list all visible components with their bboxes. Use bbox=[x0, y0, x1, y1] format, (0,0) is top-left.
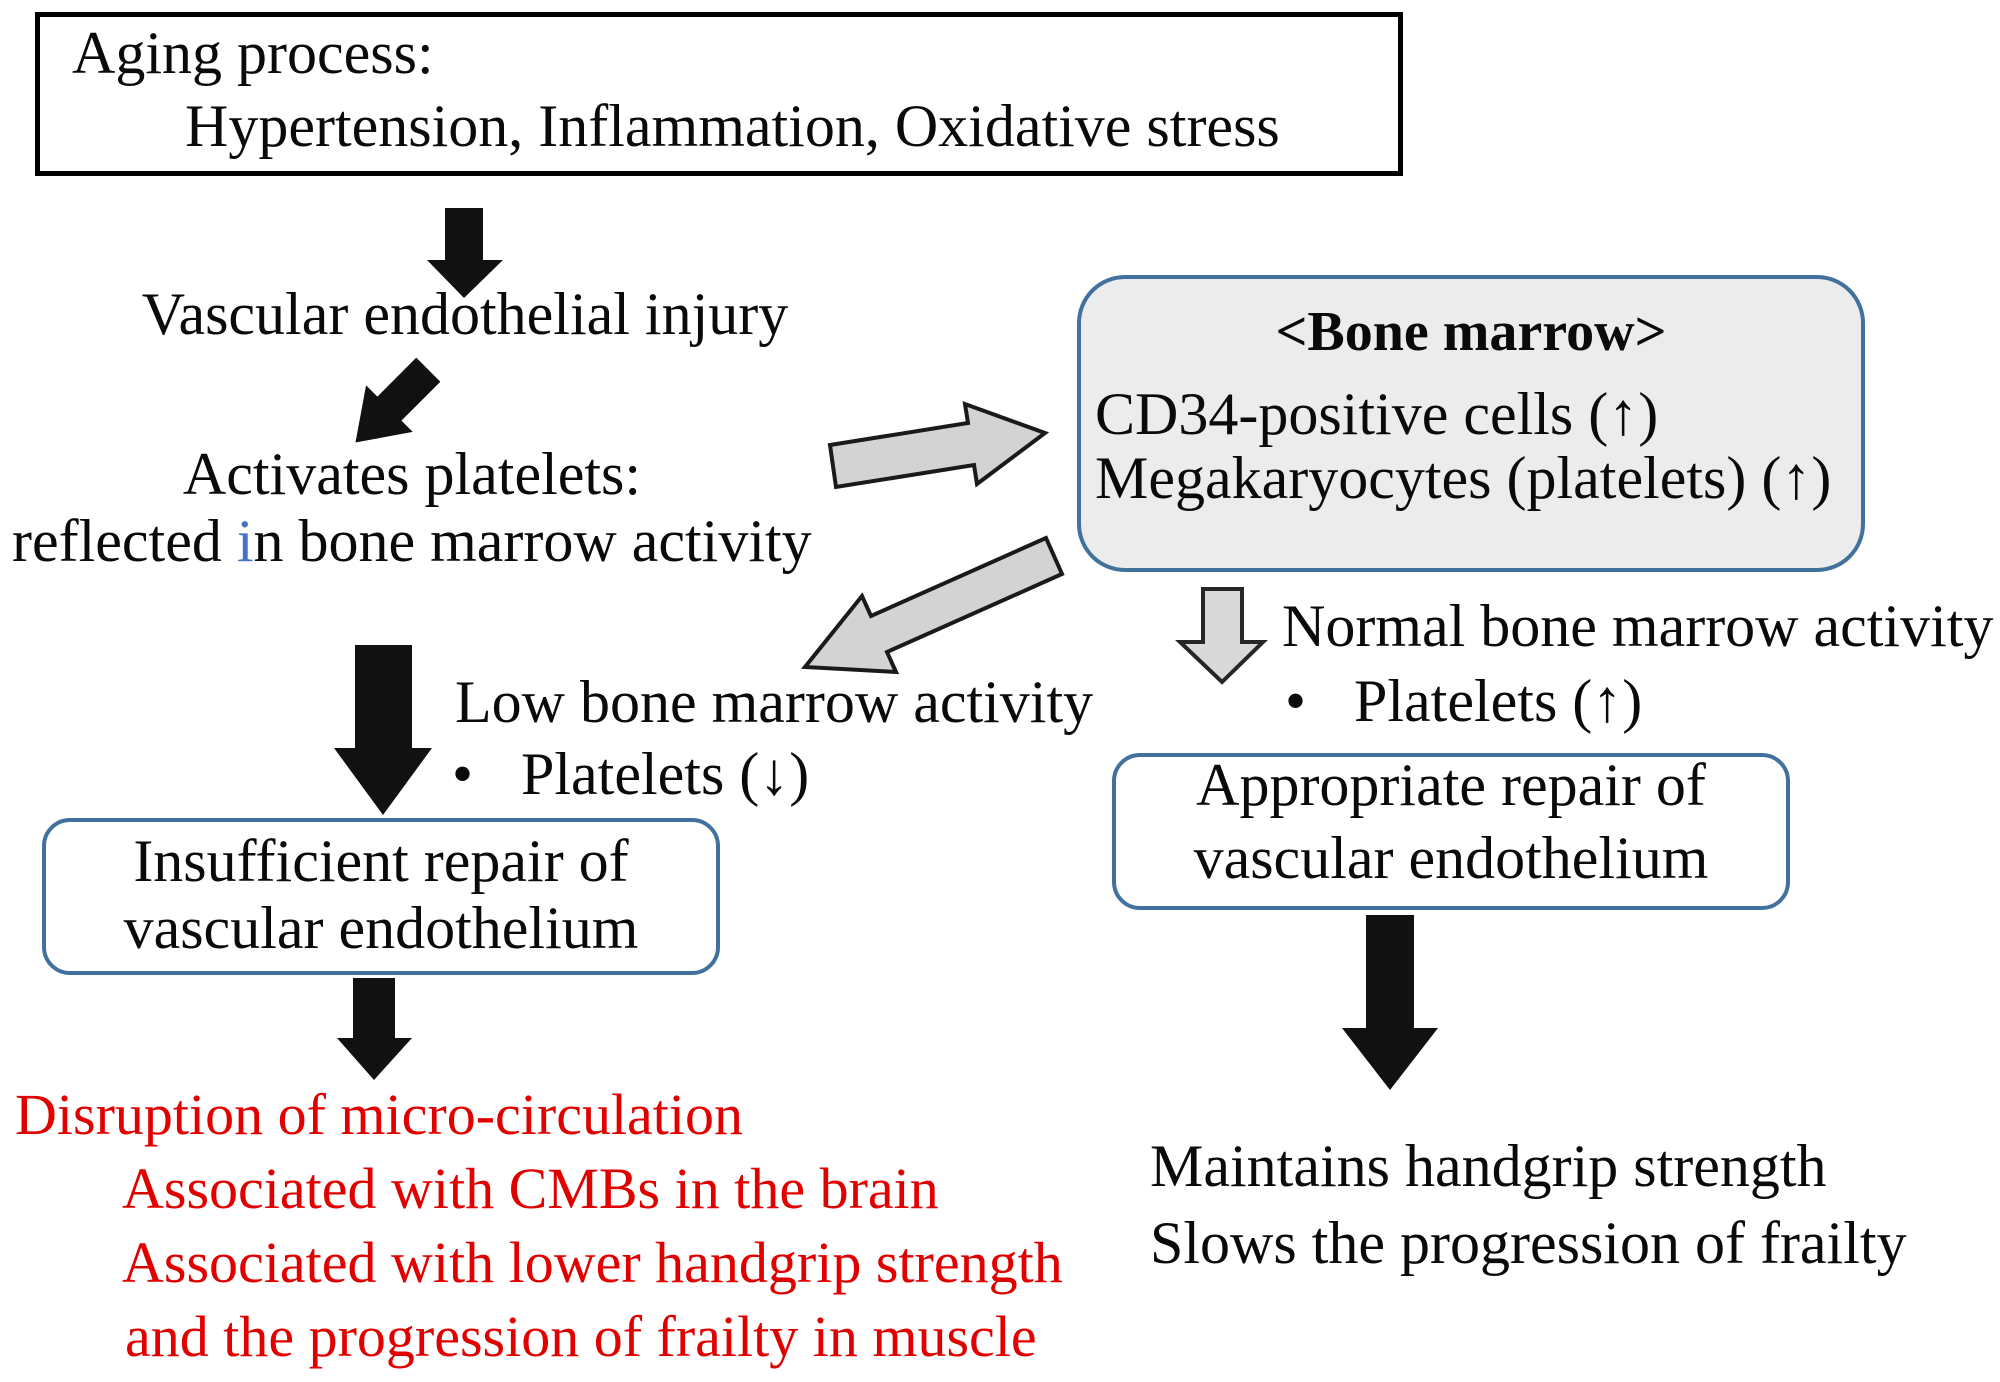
red-line-handgrip: Associated with lower handgrip strength bbox=[122, 1230, 1063, 1295]
megakaryocytes-label: Megakaryocytes (platelets) (↑) bbox=[1095, 445, 1832, 511]
reflected-pre: reflected bbox=[12, 508, 237, 574]
insufficient-line1: Insufficient repair of bbox=[133, 828, 629, 894]
appropriate-repair-box bbox=[1112, 753, 1790, 910]
red-line-disruption: Disruption of micro-circulation bbox=[15, 1082, 744, 1147]
red-line-cmbs: Associated with CMBs in the brain bbox=[122, 1156, 939, 1221]
slows-frailty-label: Slows the progression of frailty bbox=[1150, 1210, 1907, 1276]
reflected-blue-letter: i bbox=[236, 508, 254, 574]
platelets-up-label: Platelets (↑) bbox=[1354, 668, 1643, 734]
down-arrow-icon bbox=[337, 978, 412, 1080]
insufficient-line2: vascular endothelium bbox=[123, 895, 639, 961]
aging-process-box bbox=[35, 12, 1403, 176]
bone-marrow-title: <Bone marrow> bbox=[1275, 301, 1667, 363]
platelets-up-item: • Platelets (↑) bbox=[1285, 671, 1642, 731]
normal-bm-activity-label: Normal bone marrow activity bbox=[1282, 593, 1994, 659]
bone-marrow-box bbox=[1077, 275, 1865, 572]
bullet-icon: • bbox=[1285, 668, 1307, 734]
platelets-down-label: Platelets (↓) bbox=[521, 741, 810, 807]
gray-down-arrow-icon bbox=[1175, 587, 1268, 685]
reflected-bone-marrow-label: reflected in bone marrow activity bbox=[12, 511, 812, 571]
appropriate-line1: Appropriate repair of bbox=[1196, 752, 1706, 818]
low-bm-activity-label: Low bone marrow activity bbox=[455, 669, 1094, 735]
platelets-down-item: • Platelets (↓) bbox=[452, 744, 809, 804]
down-arrow-icon bbox=[1342, 915, 1438, 1090]
appropriate-line2: vascular endothelium bbox=[1193, 825, 1709, 891]
red-line-frailty: and the progression of frailty in muscle bbox=[125, 1304, 1037, 1369]
gray-right-arrow-icon bbox=[827, 400, 1050, 490]
aging-causes-label: Hypertension, Inflammation, Oxidative st… bbox=[185, 93, 1280, 159]
maintains-handgrip-label: Maintains handgrip strength bbox=[1150, 1133, 1827, 1199]
aging-process-label: Aging process: bbox=[72, 20, 434, 86]
activates-platelets-label: Activates platelets: bbox=[182, 441, 642, 507]
gray-down-left-arrow-icon bbox=[801, 535, 1065, 675]
reflected-post: n bone marrow activity bbox=[253, 508, 812, 574]
down-arrow-icon bbox=[334, 645, 432, 815]
vascular-injury-label: Vascular endothelial injury bbox=[141, 281, 789, 347]
insufficient-repair-box bbox=[42, 818, 720, 975]
bullet-icon: • bbox=[452, 741, 474, 807]
cd34-label: CD34-positive cells (↑) bbox=[1095, 381, 1659, 447]
